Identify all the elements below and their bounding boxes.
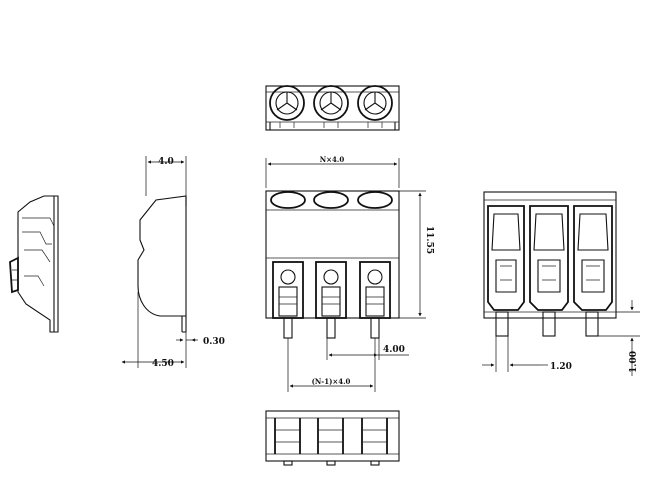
svg-text:1.00: 1.00 xyxy=(629,351,639,373)
front-cage-1 xyxy=(272,261,304,319)
svg-text:1.20: 1.20 xyxy=(550,362,572,372)
wire-entry-2 xyxy=(313,191,349,209)
svg-text:0.30: 0.30 xyxy=(203,337,225,347)
svg-text:(N-1)×4.0: (N-1)×4.0 xyxy=(312,377,351,386)
top-opening-3 xyxy=(357,85,393,121)
top-opening-2 xyxy=(313,85,349,121)
front-view xyxy=(265,190,400,339)
dim-pitch: (N-1)×4.0 xyxy=(287,338,376,392)
dim-pin-depth: 1.00 xyxy=(598,300,640,376)
svg-text:11.55: 11.55 xyxy=(424,226,434,254)
wire-entry-3 xyxy=(357,191,393,209)
dim-height: 11.55 xyxy=(399,190,434,319)
bottom-view xyxy=(265,410,400,466)
pin-3 xyxy=(370,317,380,339)
svg-text:N×4.0: N×4.0 xyxy=(320,155,345,164)
dim-total-width: N×4.0 xyxy=(265,155,400,188)
dim-plate: 0.30 xyxy=(176,337,225,347)
wire-entry-1 xyxy=(270,191,306,209)
top-view xyxy=(265,85,400,131)
section-cell-1 xyxy=(487,205,525,337)
dim-side-bottom-width: 4.50 xyxy=(121,292,187,369)
top-opening-1 xyxy=(269,85,305,121)
dim-side-top-width: 4.0 xyxy=(145,156,187,196)
pin-1 xyxy=(283,317,293,339)
front-cage-3 xyxy=(359,261,391,319)
section-cell-2 xyxy=(529,205,569,337)
pin-2 xyxy=(326,317,336,339)
front-cage-2 xyxy=(315,261,347,319)
right-section-view xyxy=(483,191,617,337)
dim-pin-width: 1.20 xyxy=(482,336,572,372)
svg-text:4.50: 4.50 xyxy=(152,359,174,369)
section-cell-3 xyxy=(573,205,613,337)
side-view xyxy=(137,195,187,333)
svg-text:4.00: 4.00 xyxy=(383,345,405,355)
svg-text:4.0: 4.0 xyxy=(158,157,174,167)
left-section-view xyxy=(9,195,59,333)
dim-pin-spacing: 4.00 xyxy=(326,338,409,360)
